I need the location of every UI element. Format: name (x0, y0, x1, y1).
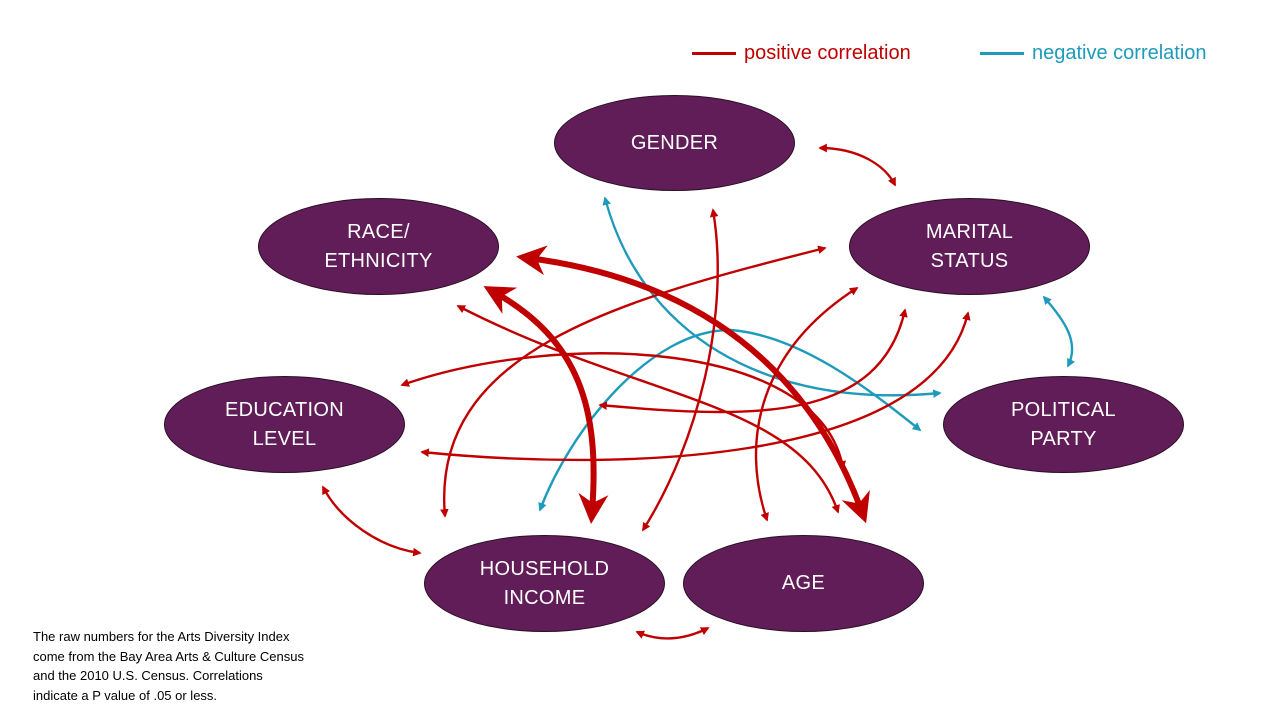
node-political-party: POLITICAL PARTY (943, 376, 1184, 473)
legend-positive-swatch (692, 51, 736, 55)
arrow-household-income-age (635, 626, 710, 640)
arrow-gender-marital-status (818, 143, 897, 187)
node-age-label: AGE (781, 572, 826, 594)
node-age: AGE (683, 535, 924, 632)
node-marital-status-label: MARITAL STATUS (925, 220, 1014, 272)
arrow-race-age-strong (516, 245, 870, 524)
node-household-income: HOUSEHOLD INCOME (424, 535, 665, 632)
node-political-party-label: POLITICAL PARTY (1011, 398, 1116, 450)
node-education-level-label: EDUCATION LEVEL (225, 398, 344, 450)
node-gender: GENDER (554, 95, 795, 191)
legend-negative-swatch (980, 51, 1024, 55)
node-marital-status: MARITAL STATUS (849, 198, 1090, 295)
legend-positive: positive correlation (692, 40, 911, 66)
arrow-education-household-income (321, 485, 422, 557)
legend-negative: negative correlation (980, 40, 1207, 66)
legend-negative-label: negative correlation (1032, 41, 1207, 64)
arrow-race-household-income-strong (483, 286, 609, 524)
node-gender-label: GENDER (630, 131, 719, 154)
node-household-income-label: HOUSEHOLD INCOME (479, 557, 610, 609)
node-education-level: EDUCATION LEVEL (164, 376, 405, 473)
arrow-marital-political-party (1042, 295, 1075, 368)
arrow-gender-household-income (641, 208, 719, 532)
node-race-ethnicity: RACE/ ETHNICITY (258, 198, 499, 295)
footnote: The raw numbers for the Arts Diversity I… (33, 629, 304, 703)
arrow-marital-household-income (440, 245, 827, 518)
arrow-political-household-income (598, 308, 908, 414)
node-race-ethnicity-label: RACE/ ETHNICITY (324, 220, 433, 272)
legend-positive-label: positive correlation (744, 41, 911, 64)
